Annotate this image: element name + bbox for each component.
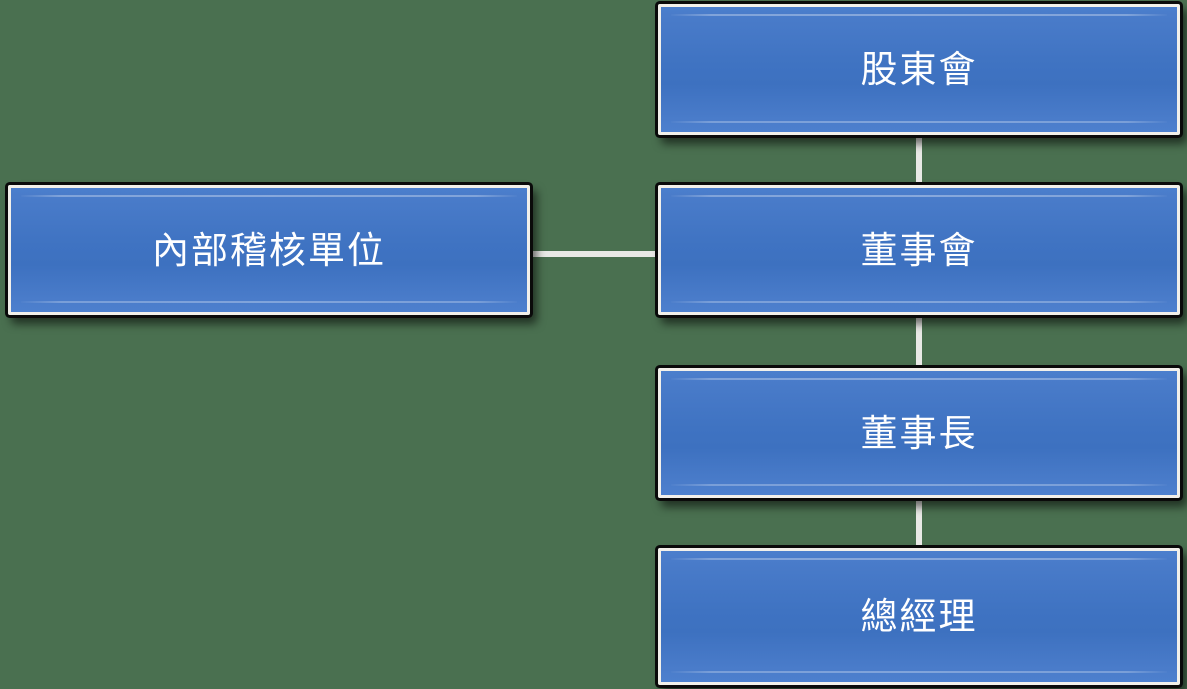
node-label-general-manager: 總經理 <box>860 596 978 637</box>
node-label-chairman: 董事長 <box>860 412 978 454</box>
connector-shareholders-to-board <box>916 130 922 190</box>
connector-internal-audit-to-board <box>526 251 662 257</box>
node-label-internal-audit-unit: 內部稽核單位 <box>152 229 386 271</box>
node-general-manager[interactable]: 總經理 <box>658 548 1180 685</box>
node-shareholders-meeting[interactable]: 股東會 <box>658 4 1180 135</box>
node-internal-audit-unit[interactable]: 內部稽核單位 <box>8 185 530 315</box>
node-label-board-of-directors: 董事會 <box>860 229 978 271</box>
node-board-of-directors[interactable]: 董事會 <box>658 185 1180 315</box>
connector-chairman-to-general-manager <box>916 493 922 553</box>
connector-board-to-chairman <box>916 310 922 373</box>
node-label-shareholders-meeting: 股東會 <box>860 49 978 90</box>
node-chairman[interactable]: 董事長 <box>658 368 1180 498</box>
